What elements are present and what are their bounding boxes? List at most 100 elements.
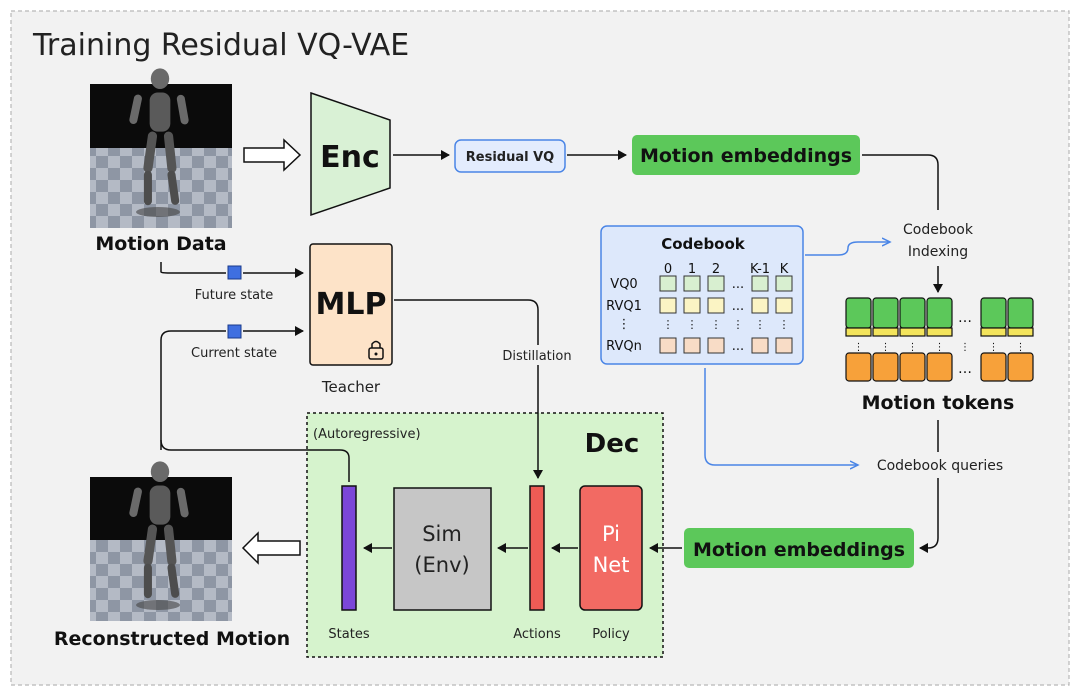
token-vdots: ⋮ xyxy=(960,342,970,353)
teacher-label: Teacher xyxy=(321,378,381,396)
future-state-square xyxy=(227,265,242,280)
states-label: States xyxy=(328,627,369,642)
codebook-column-header: 1 xyxy=(688,262,696,277)
states-bar xyxy=(341,485,357,611)
embeddings-to-indexing-line xyxy=(862,154,939,210)
codebook-cell xyxy=(683,275,701,292)
motion-tokens-grid: ……⋮⋮⋮⋮⋮⋮⋮ xyxy=(845,297,1034,382)
distillation-label: Distillation xyxy=(502,349,571,364)
codebook-box xyxy=(600,225,804,365)
pi-net-box xyxy=(579,485,643,611)
codebook-column-header: K xyxy=(780,262,789,277)
motion-token-top xyxy=(899,297,926,329)
actions-label: Actions xyxy=(513,627,561,642)
codebook-vdots: ⋮ xyxy=(687,318,698,331)
codebook-indexing-line1: Codebook xyxy=(903,222,974,238)
future-state-line xyxy=(160,262,226,274)
residual-vq-label: Residual VQ xyxy=(466,150,554,165)
codebook-row-label: ⋮ xyxy=(618,317,631,332)
token-vdots: ⋮ xyxy=(881,342,891,353)
codebook-column-header: 0 xyxy=(664,262,672,277)
motion-token-top-residual xyxy=(845,327,872,337)
codebook-to-queries-arrow xyxy=(704,368,858,465)
codebook-row-label: VQ0 xyxy=(610,277,637,292)
token-ellipsis: … xyxy=(958,361,972,377)
codebook-title: Codebook xyxy=(661,235,746,253)
codebook-cell xyxy=(751,297,769,314)
codebook-queries-label: Codebook queries xyxy=(877,458,1003,474)
codebook-vdots: ⋮ xyxy=(733,318,744,331)
codebook-cell xyxy=(775,275,793,292)
policy-label: Policy xyxy=(592,627,630,642)
input-hollow-arrow xyxy=(243,138,302,172)
motion-token-top-residual xyxy=(926,327,953,337)
motion-token-top xyxy=(845,297,872,329)
codebook-cells: ...... ⋮ ⋮ ⋮ ⋮ ⋮ ⋮... xyxy=(659,275,793,354)
codebook-cell xyxy=(775,297,793,314)
token-vdots: ⋮ xyxy=(908,342,918,353)
codebook-row-label: RVQn xyxy=(606,339,642,354)
token-vdots: ⋮ xyxy=(854,342,864,353)
codebook-cell xyxy=(659,275,677,292)
codebook-vdots: ⋮ xyxy=(663,318,674,331)
motion-token-bottom xyxy=(845,352,872,382)
token-vdots: ⋮ xyxy=(989,342,999,353)
codebook-to-indexing-arrow xyxy=(805,242,890,256)
codebook-row-label: RVQ1 xyxy=(606,299,642,314)
motion-embeddings-top-label: Motion embeddings xyxy=(640,145,852,167)
residual-vq-box xyxy=(454,139,566,173)
sim-label-line2: (Env) xyxy=(414,553,469,577)
motion-data-label: Motion Data xyxy=(95,233,226,255)
motion-token-top xyxy=(872,297,899,329)
motion-token-bottom xyxy=(926,352,953,382)
codebook-cell xyxy=(683,297,701,314)
encoder-shape xyxy=(310,91,391,217)
motion-token-top-residual xyxy=(980,327,1007,337)
codebook-cell xyxy=(659,337,677,354)
motion-token-bottom xyxy=(1007,352,1034,382)
motion-token-top-residual xyxy=(899,327,926,337)
dec-label: Dec xyxy=(585,429,640,459)
motion-token-top-residual xyxy=(872,327,899,337)
codebook-cell xyxy=(775,337,793,354)
codebook-cell xyxy=(707,297,725,314)
motion-token-bottom xyxy=(872,352,899,382)
sim-label-line1: Sim xyxy=(422,522,462,546)
pi-net-line1: Pi xyxy=(602,522,620,546)
mlp-box xyxy=(309,243,393,366)
codebook-vdots: ⋮ xyxy=(779,318,790,331)
motion-tokens-label: Motion tokens xyxy=(862,392,1015,414)
codebook-cell xyxy=(751,337,769,354)
motion-token-top xyxy=(1007,297,1034,329)
codebook-ellipsis: ... xyxy=(732,299,744,314)
output-hollow-arrow xyxy=(241,531,301,565)
distillation-arrow xyxy=(394,299,543,479)
current-state-square xyxy=(227,324,242,339)
codebook-ellipsis: ... xyxy=(732,277,744,292)
pi-net-line2: Net xyxy=(593,553,630,577)
codebook-cell xyxy=(707,337,725,354)
codebook-cell xyxy=(707,275,725,292)
codebook-cell xyxy=(751,275,769,292)
codebook-cell xyxy=(659,297,677,314)
motion-token-top-residual xyxy=(1007,327,1034,337)
lock-icon xyxy=(368,340,384,360)
actions-bar xyxy=(529,485,545,611)
codebook-column-header: K-1 xyxy=(750,262,770,277)
motion-embeddings-bottom-label: Motion embeddings xyxy=(693,539,905,561)
codebook-column-header: 2 xyxy=(712,262,720,277)
codebook-vdots: ⋮ xyxy=(755,318,766,331)
codebook-vdots: ⋮ xyxy=(711,318,722,331)
encoder-label: Enc xyxy=(320,140,380,175)
motion-token-top xyxy=(980,297,1007,329)
motion-token-bottom xyxy=(899,352,926,382)
sim-env-box xyxy=(393,487,492,611)
motion-embeddings-top-box xyxy=(632,135,860,175)
future-state-label: Future state xyxy=(195,288,273,303)
autoregressive-label: (Autoregressive) xyxy=(313,427,421,442)
reconstructed-motion-image xyxy=(90,461,232,621)
codebook-ellipsis: ... xyxy=(732,339,744,354)
current-state-line xyxy=(160,330,226,450)
